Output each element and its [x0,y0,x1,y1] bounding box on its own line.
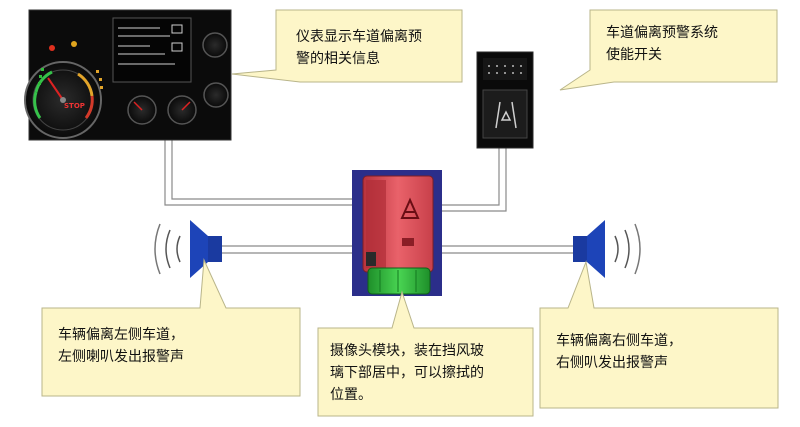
stop-warning-label: STOP [64,102,85,110]
cluster-lcd-display [112,17,192,83]
small-gauge-4 [203,82,229,108]
callout-instrument-text: 仪表显示车道偏离预 警的相关信息 [296,29,422,67]
lane-departure-switch [476,51,534,149]
small-gauge-3 [202,32,228,58]
camera-logo-icon [400,197,420,219]
camera-module [352,170,442,296]
callout-switch-text: 车道偏离预警系统 使能开关 [606,25,718,63]
callout-instrument-bubble [231,9,463,83]
callout-camera-text: 摄像头模块，装在挡风玻 璃下部居中，可以擦拭的 位置。 [330,343,484,403]
callout-left-speaker-text: 车辆偏离左侧车道， 左侧喇叭发出报警声 [58,327,184,365]
callout-camera-bubble [317,290,534,417]
callout-right-speaker-bubble [539,260,779,409]
callout-left-speaker-bubble [41,258,301,397]
speed-ticks [33,70,94,119]
callout-switch-bubble [559,9,778,91]
callout-shapes [41,9,779,417]
lane-warning-icon [495,101,517,129]
camera-mount [367,267,431,295]
left-speaker [154,220,222,278]
callout-right-speaker-text: 车辆偏离右侧车道， 右侧叭发出报警声 [556,333,682,371]
wire-instrument-camera [164,140,360,206]
instrument-cluster: STOP [24,9,232,141]
wire-switch-camera [435,148,500,206]
right-speaker [573,220,641,278]
lcd-content [118,24,183,65]
wiring [164,140,573,254]
